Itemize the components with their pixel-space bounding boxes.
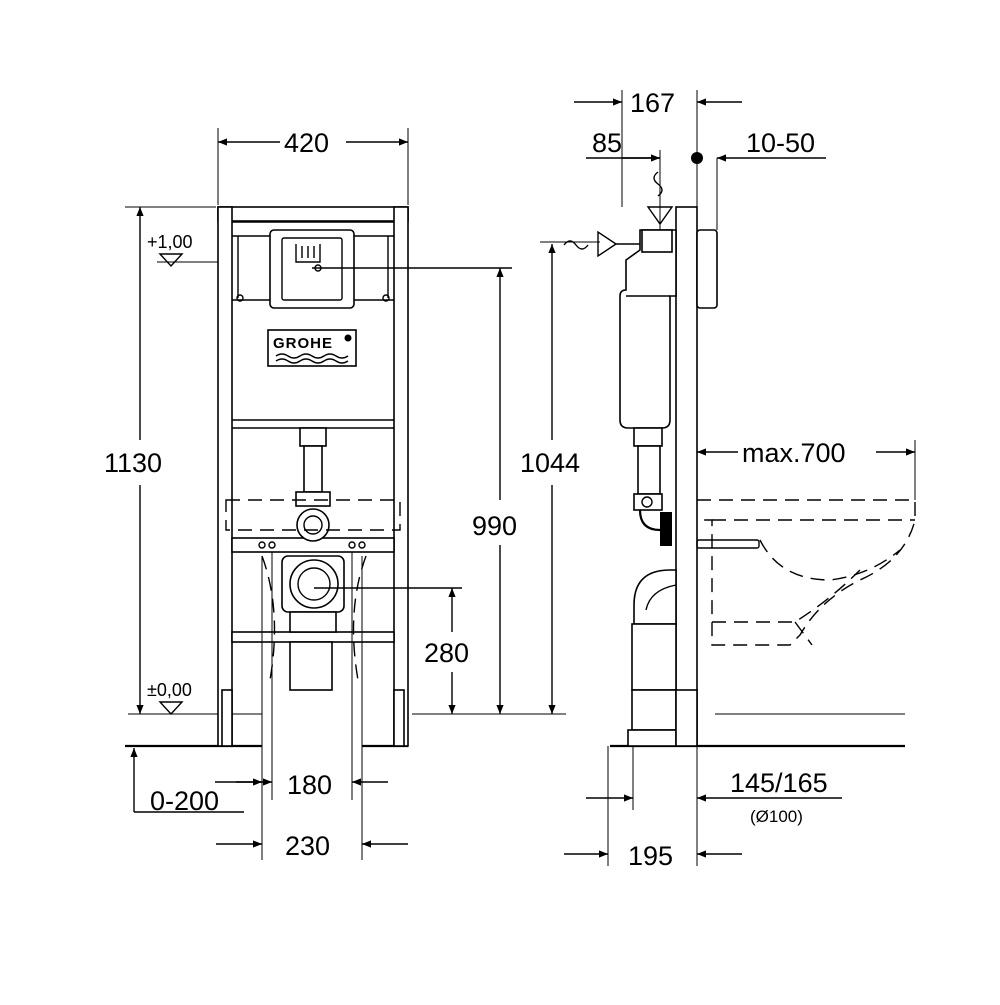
- grohe-logo-icon: [267, 329, 357, 367]
- dim-height-280: 280: [424, 638, 469, 668]
- level-top: +1,00: [147, 232, 193, 252]
- dim-outlet-diameter: (Ø100): [750, 807, 803, 826]
- dim-spacing-230: 230: [285, 831, 330, 861]
- dim-outlet: 145/165: [730, 768, 828, 798]
- level-zero: ±0,00: [147, 680, 192, 700]
- floor-lines: [125, 713, 905, 748]
- dim-spacing-180: 180: [287, 770, 332, 800]
- logo-text: GROHE: [273, 335, 333, 352]
- side-view: [540, 90, 916, 866]
- dim-depth-range: 0-200: [150, 786, 219, 816]
- water-inlet-icon: [563, 171, 674, 258]
- dim-depth-167: 167: [630, 88, 675, 118]
- ground-level-icon: [158, 253, 184, 268]
- ground-level-icon: [158, 701, 184, 716]
- dim-max-projection: max.700: [742, 438, 846, 468]
- front-frame: GROHE: [217, 206, 512, 860]
- front-dimensions: 420 1130 +1,00 ±0,00 990 280 0-200 180: [104, 128, 517, 861]
- dim-width: 420: [284, 128, 329, 158]
- dim-height-total: 1130: [104, 448, 162, 478]
- dim-height-1044: 1044: [520, 448, 580, 478]
- side-dimensions: 167 85 10-50 1044 max.700 145/165 (Ø100)…: [520, 88, 915, 871]
- mounting-studs: [258, 541, 366, 549]
- dim-foot-195: 195: [628, 841, 673, 871]
- dim-height-990: 990: [472, 511, 517, 541]
- dim-depth-85: 85: [592, 128, 622, 158]
- dim-offset-range: 10-50: [746, 128, 815, 158]
